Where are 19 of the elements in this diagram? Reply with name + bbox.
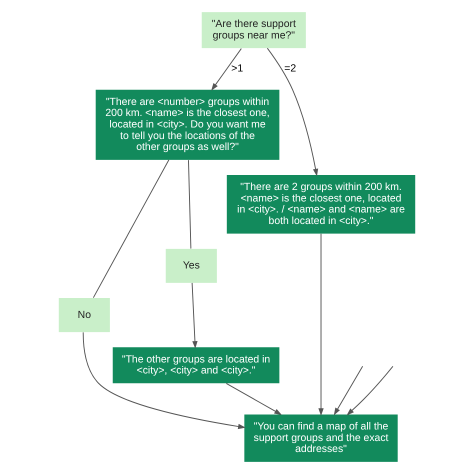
node-box: Yes: [166, 248, 217, 283]
node-box: "Are there support groups near me?": [202, 12, 306, 48]
node-box: "There are <number> groups within 200 km. <name> is the closest one, located in <city>. Do you want me to tell you the locations of the other groups as well?": [96, 90, 280, 160]
node-box: No: [58, 298, 110, 332]
arrow: [82, 332, 246, 430]
edge-label: >1: [231, 64, 244, 75]
arrow: [318, 233, 324, 416]
arrow: [192, 282, 198, 349]
node-box: "The other groups are located in <city>, <city> and <city>.": [112, 347, 280, 384]
edge-label: =2: [284, 64, 296, 75]
connector: [92, 159, 170, 298]
connector: [188, 160, 192, 250]
arrow: [334, 366, 364, 416]
arrow: [226, 382, 282, 415]
arrow: [346, 366, 394, 416]
arrow: [211, 48, 242, 91]
node-box: "You can find a map of all the support groups and the exact addresses": [244, 414, 398, 462]
node-box: "There are 2 groups within 200 km. <name> is the closest one, located in <city>. / <name> and <name> are both located in <city>.": [226, 175, 416, 234]
arrow: [266, 48, 318, 176]
